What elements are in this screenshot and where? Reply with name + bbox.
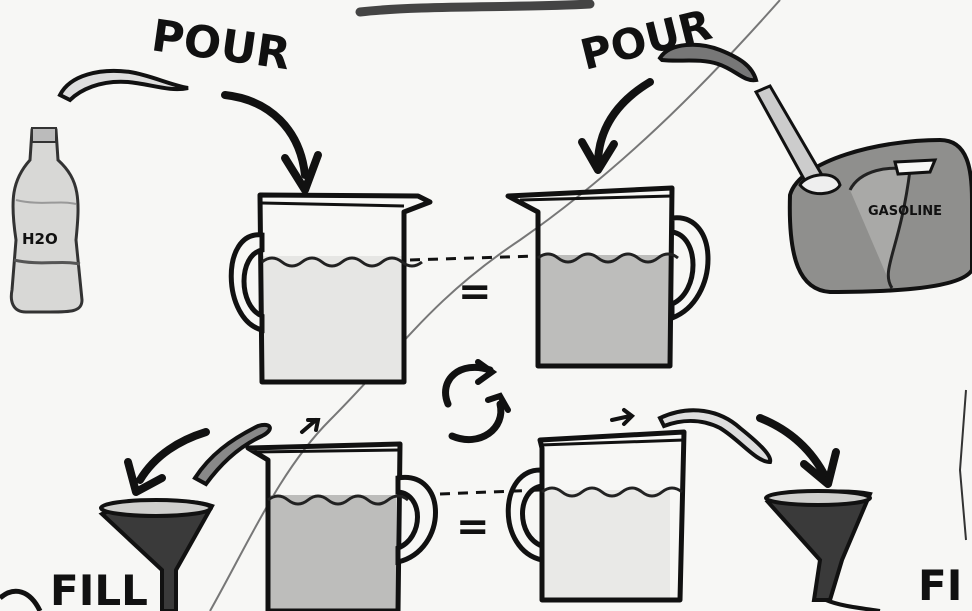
arrow-down-icon bbox=[225, 95, 318, 190]
right-edge-line bbox=[960, 390, 966, 540]
equals-sign-top: = bbox=[458, 269, 492, 315]
pour-label-left: POUR bbox=[148, 10, 293, 80]
equals-sign-bottom: = bbox=[456, 504, 490, 550]
bottle-label: H2O bbox=[22, 230, 58, 248]
water-bottle-icon: H2O bbox=[11, 128, 82, 312]
fill-label-right: FI bbox=[918, 561, 962, 610]
can-label: GASOLINE bbox=[868, 204, 942, 219]
pitcher-bottom-left bbox=[248, 420, 436, 611]
arrow-down-left-icon bbox=[128, 432, 206, 492]
arrow-down-right-icon bbox=[760, 418, 836, 484]
level-dashed-line-top bbox=[410, 256, 536, 260]
bottom-left-curl bbox=[0, 591, 40, 611]
arrow-down-icon bbox=[582, 82, 650, 170]
pitcher-bottom-right bbox=[508, 410, 684, 600]
funnel-icon bbox=[766, 491, 880, 611]
top-scribble bbox=[360, 4, 590, 12]
pour-label-right: POUR bbox=[576, 0, 717, 80]
swap-arrows-icon bbox=[446, 362, 508, 440]
fill-label-left: FILL bbox=[50, 566, 148, 611]
pitcher-water-top bbox=[231, 195, 430, 382]
pour-stream-bottom-right bbox=[660, 410, 770, 462]
pour-stream-left bbox=[60, 71, 188, 100]
pitcher-gasoline-top bbox=[508, 188, 708, 367]
gas-can-icon: GASOLINE bbox=[756, 86, 972, 292]
